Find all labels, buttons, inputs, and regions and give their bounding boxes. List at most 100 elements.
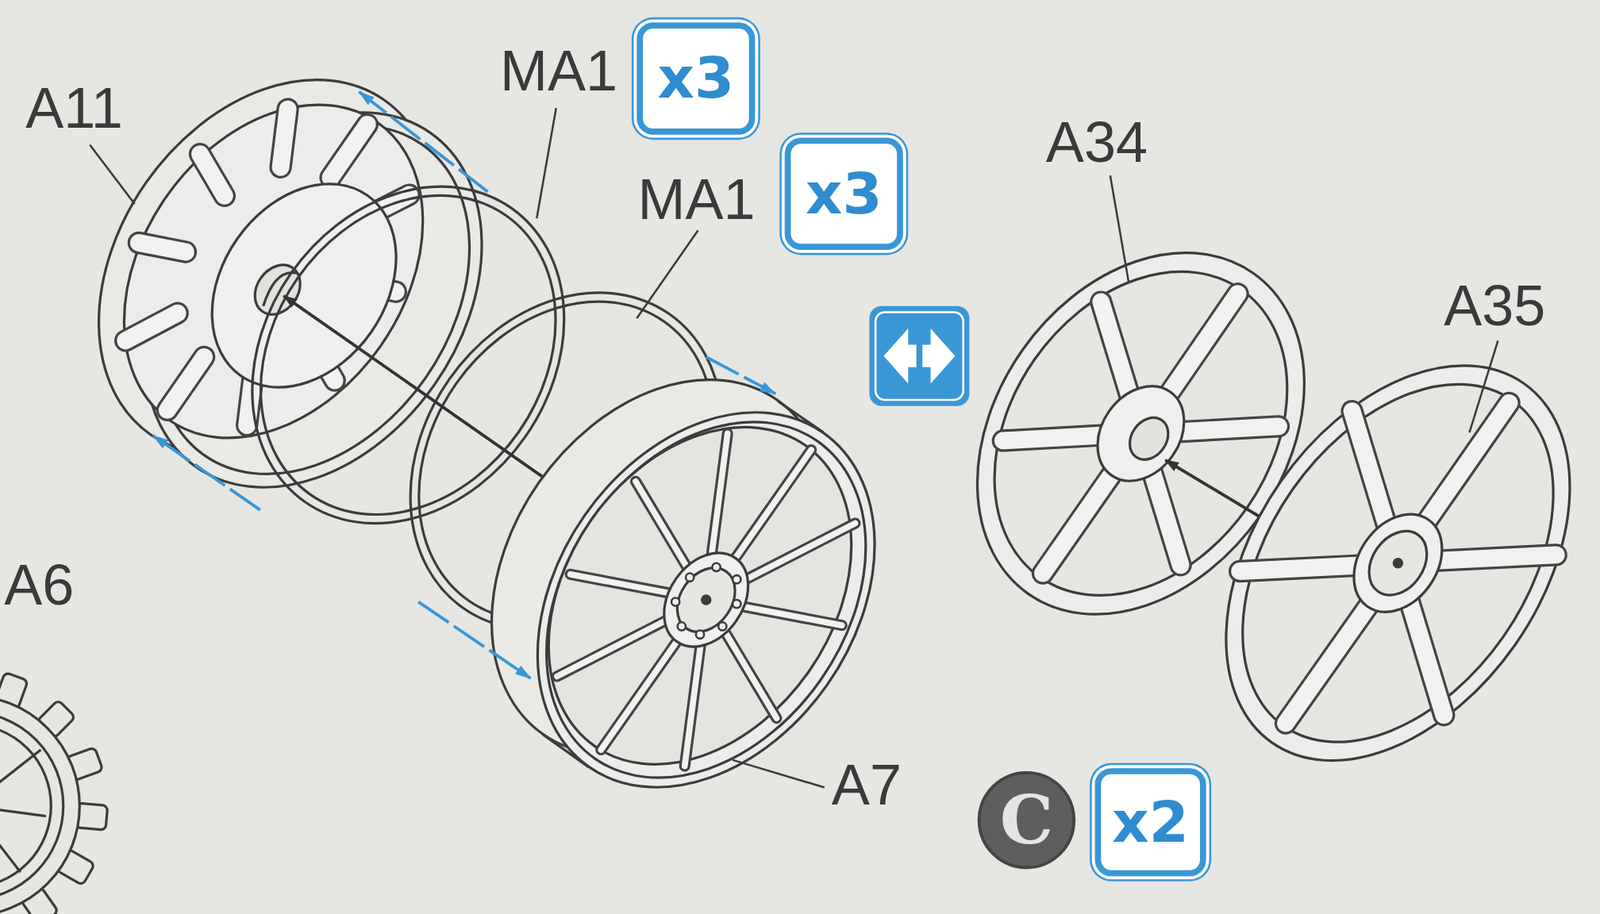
leader-line [536,107,556,219]
wheel-a11 [125,313,178,342]
wheel-a7 [600,638,680,750]
wheel-a11 [330,124,368,178]
wheel-a11 [330,124,368,178]
alignment-guide [359,92,489,193]
leader-line [1110,175,1129,282]
sprocket-part [0,806,21,874]
wheel-a7 [665,557,747,643]
wheel-a7 [696,630,704,639]
wheel-a7 [711,433,728,558]
wheel-a7 [732,600,741,608]
wheel-a34 [1080,369,1203,498]
wheel-a7 [711,433,728,558]
wheel-a7 [468,347,945,852]
wheel-a34 [1003,293,1279,574]
reverse-side-icon [869,306,970,407]
leader-line [732,760,825,789]
wheel-a35 [1285,596,1376,724]
wheel-a11 [280,109,289,168]
wheel-a35 [1239,403,1557,724]
wheel-a35 [1335,497,1461,630]
wheel-a11 [61,47,485,496]
wheel-a7 [600,638,680,750]
leader-line [1469,340,1498,433]
wheel-a7 [557,433,855,766]
wheel-a7 [557,619,669,677]
wheel-a34 [1003,293,1279,574]
sprocket-part [0,724,51,889]
wheel-a7 [646,537,766,663]
wheel-a11 [167,357,204,411]
wheel-a7 [684,642,702,767]
alignment-guide [153,92,776,679]
wheel-a7 [711,563,720,572]
wheel-a34 [1042,459,1123,574]
wheel-a7 [570,574,674,594]
wheel-a7 [739,606,843,626]
wheel-a34 [1003,293,1279,574]
part-number: MA1 [638,171,756,229]
wheel-a7 [718,622,727,631]
wheel-a34 [1122,410,1177,467]
leader-line [89,107,1498,788]
wheel-a7 [684,642,702,767]
wheel-a35 [1393,559,1402,568]
part-number: A7 [831,757,902,815]
wheel-a7 [743,523,855,581]
wheel-a7 [743,523,855,581]
wheel-a35 [1239,403,1557,724]
wheel-a7 [422,315,945,852]
leader-line [89,145,135,205]
wheel-a35 [1178,326,1600,800]
wheel-a7 [677,622,686,631]
wheel-a35 [1352,411,1389,533]
leader-line [636,230,698,320]
sprocket-part [0,711,64,900]
sprocket-part [0,672,108,914]
wheel-a7 [480,361,932,839]
wheel-a7 [723,629,777,719]
quantity-text: x2 [1111,793,1189,851]
wheel-a7 [685,573,694,582]
part-number: A11 [25,79,124,137]
sprocket-part [0,750,41,807]
wheel-a7 [485,369,914,823]
wheel-a7 [635,481,689,571]
wheel-a7 [557,619,669,677]
wheel-a35 [1239,403,1557,724]
wheel-a11 [138,242,186,253]
reverse-side-icon [922,328,955,384]
wheel-a7 [557,433,855,766]
part-number: A6 [3,557,74,615]
wheel-a7 [671,563,741,639]
quantity-badge: x3 [636,22,755,135]
wheel-a35 [1430,554,1557,562]
wheel-a35 [1285,596,1376,724]
wheel-a11 [200,153,225,197]
quantity-text: x3 [657,50,735,108]
option-mark: C [977,771,1076,870]
wheel-a35 [1407,593,1444,716]
wheel-a11 [280,109,289,168]
alignment-guide [153,435,261,511]
wheel-a35 [1407,593,1444,716]
wheel-a35 [1357,519,1439,606]
wheel-a35 [1420,403,1510,531]
sprocket-part [0,696,80,914]
wheel-a11 [167,357,204,411]
option-letter: C [1000,786,1054,854]
wheel-a35 [1239,565,1366,572]
wheel-a7 [557,433,855,766]
reverse-side-icon [883,328,916,384]
wheel-a11 [173,148,435,423]
wheel-a35 [1154,301,1600,825]
quantity-text: x3 [805,165,883,223]
wheel-a35 [1352,411,1389,533]
wheel-a11 [125,313,178,342]
wheel-a7 [739,606,843,626]
wheel-a35 [1154,301,1600,825]
wheel-a7 [702,596,711,604]
wheel-a7 [732,450,812,562]
alignment-guide [418,602,531,679]
